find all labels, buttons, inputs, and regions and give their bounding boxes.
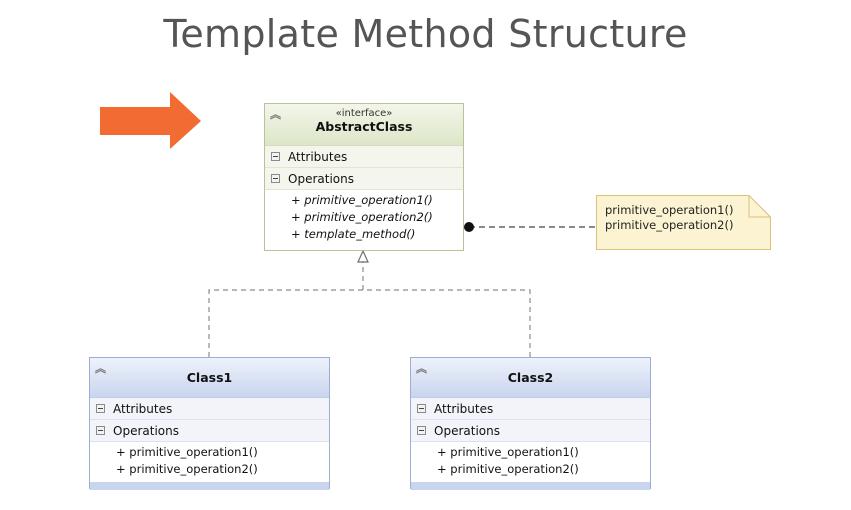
double-chevron-up-icon[interactable]: ︽ [270,108,281,121]
note-line: primitive_operation2() [605,218,734,232]
note-shape [596,195,771,250]
attributes-section[interactable]: Attributes [265,146,463,168]
double-chevron-up-icon[interactable]: ︽ [416,362,427,375]
realization-line-class2 [363,289,531,357]
operation-item: + primitive_operation2() [437,462,579,476]
class2-footer [411,482,650,490]
class1-footer [90,482,329,490]
attributes-label: Attributes [434,401,494,416]
operation-item: + primitive_operation2() [291,210,433,224]
double-chevron-up-icon[interactable]: ︽ [95,362,106,375]
operations-list: + primitive_operation1() + primitive_ope… [90,442,329,482]
stereotype-label: «interface» [335,108,393,119]
operation-item: + template_method() [291,227,416,241]
minus-box-icon[interactable] [271,174,280,183]
operations-list: + primitive_operation1() + primitive_ope… [411,442,650,482]
class-name: Class1 [186,370,233,385]
operations-list: + primitive_operation1() + primitive_ope… [265,190,463,247]
note-text: primitive_operation1() primitive_operati… [605,203,733,233]
operations-section[interactable]: Operations [411,420,650,442]
operations-label: Operations [434,423,500,438]
operations-section[interactable]: Operations [265,168,463,190]
realization-line-class1 [208,289,363,357]
class-name: AbstractClass [315,119,413,134]
operations-label: Operations [288,171,354,186]
minus-box-icon[interactable] [96,426,105,435]
attributes-section[interactable]: Attributes [90,398,329,420]
comment-note[interactable]: primitive_operation1() primitive_operati… [596,195,771,250]
operations-label: Operations [113,423,179,438]
class1-box[interactable]: ︽ Class1 Attributes Operations + primiti… [89,357,330,490]
abstract-class-header: ︽ «interface» AbstractClass [265,104,463,146]
minus-box-icon[interactable] [417,426,426,435]
realization-arrowhead [357,249,369,263]
class-name: Class2 [507,370,554,385]
note-anchor-dot [464,222,474,232]
class1-header: ︽ Class1 [90,358,329,398]
operation-item: + primitive_operation1() [437,445,579,459]
operation-item: + primitive_operation1() [116,445,258,459]
abstract-class-box[interactable]: ︽ «interface» AbstractClass Attributes O… [264,103,464,251]
operation-item: + primitive_operation2() [116,462,258,476]
operations-section[interactable]: Operations [90,420,329,442]
attributes-label: Attributes [288,149,348,164]
minus-box-icon[interactable] [271,152,280,161]
class2-header: ︽ Class2 [411,358,650,398]
attributes-label: Attributes [113,401,173,416]
note-line: primitive_operation1() [605,203,734,217]
minus-box-icon[interactable] [96,404,105,413]
right-arrow-icon [100,92,201,149]
slide-title: Template Method Structure [163,12,688,56]
operation-item: + primitive_operation1() [291,193,433,207]
attributes-section[interactable]: Attributes [411,398,650,420]
class2-box[interactable]: ︽ Class2 Attributes Operations + primiti… [410,357,651,490]
minus-box-icon[interactable] [417,404,426,413]
